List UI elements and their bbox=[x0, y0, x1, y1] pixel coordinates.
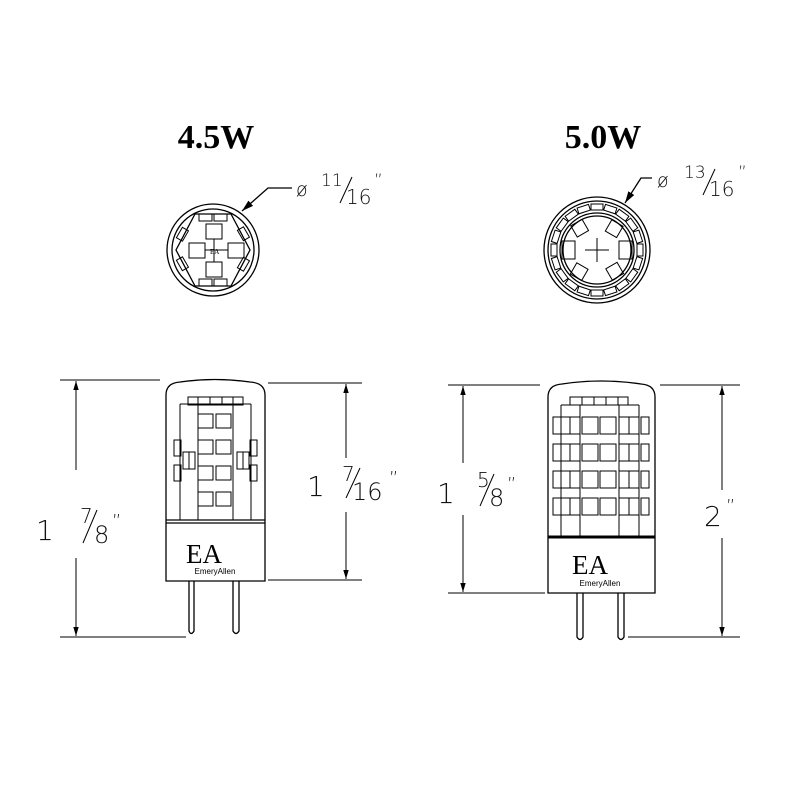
led-chip bbox=[581, 416, 599, 435]
ring-led bbox=[564, 208, 580, 222]
right-diameter-unit: ” bbox=[738, 163, 747, 183]
diameter-symbol: ø bbox=[657, 170, 669, 192]
ring-led bbox=[603, 285, 618, 297]
right-body-height-dimension bbox=[448, 384, 545, 594]
ring-led bbox=[555, 217, 569, 233]
led-chip bbox=[581, 497, 599, 516]
left-top-logo: EA bbox=[210, 248, 219, 256]
led-chip bbox=[628, 416, 640, 435]
led-chip bbox=[569, 416, 581, 435]
left-top-view: EA bbox=[166, 203, 260, 297]
led-chip bbox=[618, 443, 630, 462]
left-body-height-dimension bbox=[268, 382, 362, 581]
led-chip bbox=[560, 443, 571, 462]
led-chip bbox=[640, 443, 650, 462]
led-chip bbox=[552, 416, 562, 435]
led-chip bbox=[560, 416, 571, 435]
led-chip bbox=[599, 497, 617, 516]
led-chip bbox=[560, 470, 571, 489]
led-chip bbox=[569, 497, 581, 516]
ring-led bbox=[614, 208, 630, 222]
left-overall-height-den: 8 bbox=[94, 521, 109, 549]
right-diameter-den: 16 bbox=[709, 177, 734, 201]
led-chip bbox=[552, 470, 562, 489]
ring-led bbox=[632, 229, 644, 244]
right-body-height-whole: 1 bbox=[437, 477, 455, 510]
left-wattage-title: 4.5W bbox=[178, 119, 255, 156]
left-diameter-num: 11 bbox=[321, 171, 343, 191]
left-body-height-unit: ” bbox=[389, 468, 398, 489]
led-chip bbox=[628, 497, 640, 516]
right-logo-mark: EA bbox=[572, 550, 608, 580]
right-top-view bbox=[543, 196, 651, 304]
left-body-height-num: 7 bbox=[342, 462, 355, 486]
left-overall-height-unit: ” bbox=[112, 511, 121, 532]
left-overall-height-num: 7 bbox=[80, 504, 93, 528]
led-chip bbox=[599, 416, 617, 435]
led-chip bbox=[618, 416, 630, 435]
ring-led bbox=[590, 203, 604, 211]
left-body-height-whole: 1 bbox=[307, 470, 325, 503]
ring-led bbox=[636, 243, 644, 257]
left-overall-height-whole: 1 bbox=[36, 514, 54, 547]
diameter-symbol: ø bbox=[296, 179, 308, 201]
led-chip bbox=[618, 497, 630, 516]
led-chip bbox=[560, 497, 571, 516]
led-chip bbox=[640, 497, 650, 516]
right-body-height-num: 5 bbox=[477, 468, 490, 492]
ring-led bbox=[625, 217, 639, 233]
led-chip bbox=[569, 443, 581, 462]
led-chip bbox=[628, 470, 640, 489]
left-diameter-den: 16 bbox=[346, 185, 371, 209]
right-body-height-unit: ” bbox=[507, 474, 516, 495]
led-chip bbox=[581, 443, 599, 462]
led-chip bbox=[640, 470, 650, 489]
right-diameter-leader bbox=[624, 177, 652, 204]
left-body-height-den: 16 bbox=[352, 478, 383, 506]
left-logo-brand: EmeryAllen bbox=[195, 567, 236, 576]
right-body-height-den: 8 bbox=[489, 484, 504, 512]
led-chip bbox=[640, 416, 650, 435]
ring-led bbox=[564, 278, 580, 292]
ring-led bbox=[550, 256, 562, 271]
led-chip bbox=[552, 497, 562, 516]
ring-led bbox=[590, 289, 604, 297]
ring-led bbox=[576, 203, 591, 215]
ring-led bbox=[614, 278, 630, 292]
led-chip bbox=[618, 470, 630, 489]
right-overall-height-dimension bbox=[628, 384, 740, 638]
ring-led bbox=[550, 229, 562, 244]
right-bulb-side-view bbox=[547, 380, 656, 641]
left-overall-height-dimension bbox=[60, 379, 186, 638]
led-chip bbox=[552, 443, 562, 462]
led-chip bbox=[581, 470, 599, 489]
right-logo-brand: EmeryAllen bbox=[580, 579, 621, 588]
led-chip bbox=[599, 470, 617, 489]
left-logo-mark: EA bbox=[186, 539, 222, 569]
left-diameter-unit: ” bbox=[374, 171, 383, 191]
ring-led bbox=[555, 267, 569, 283]
led-chip bbox=[569, 470, 581, 489]
right-diameter-num: 13 bbox=[684, 163, 706, 183]
ring-led bbox=[550, 243, 558, 257]
led-chip bbox=[599, 443, 617, 462]
left-diameter-leader bbox=[241, 187, 292, 212]
right-wattage-title: 5.0W bbox=[565, 119, 642, 156]
right-overall-height-unit: ” bbox=[726, 496, 735, 517]
led-chip bbox=[628, 443, 640, 462]
ring-led bbox=[625, 267, 639, 283]
left-bulb-side-view bbox=[165, 378, 266, 635]
ring-led bbox=[576, 285, 591, 297]
ring-led bbox=[632, 256, 644, 271]
ring-led bbox=[603, 203, 618, 215]
right-overall-height-whole: 2 bbox=[704, 500, 722, 533]
